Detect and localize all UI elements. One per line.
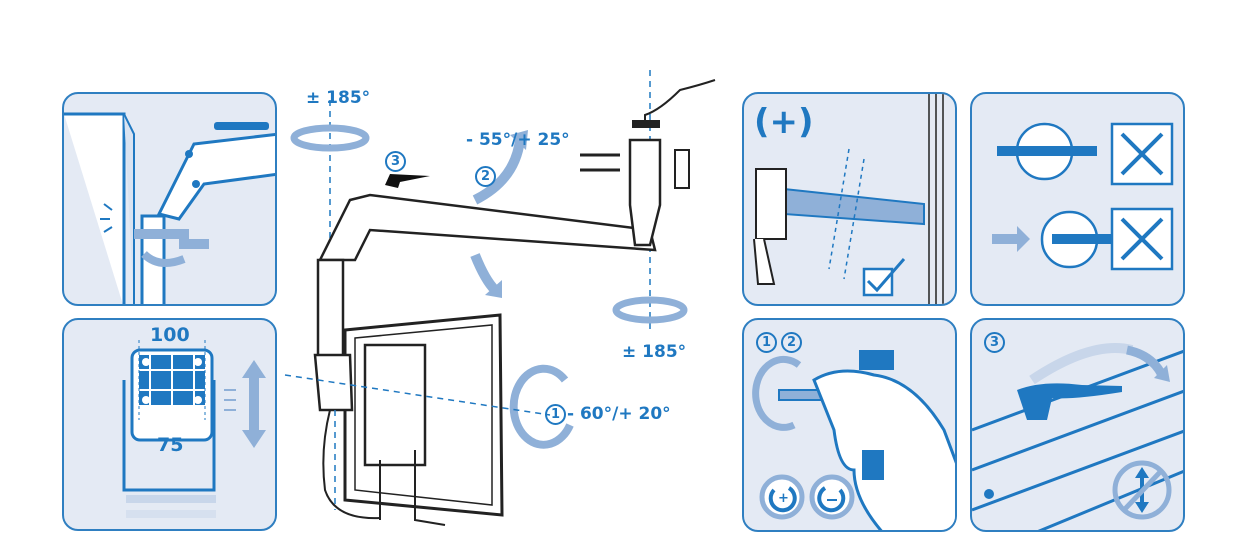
vesa-plate-illustration bbox=[122, 340, 266, 518]
plus-label: (+) bbox=[754, 102, 814, 142]
arm-tilt-label: - 55°/+ 25° bbox=[466, 130, 570, 150]
panel-hex-key: + 1 2 bbox=[742, 318, 957, 532]
vesa-height-label: 75 bbox=[157, 434, 184, 456]
monitor-arm-illustration bbox=[284, 70, 716, 526]
step-1-marker: 1 bbox=[545, 404, 566, 425]
lever-illustration bbox=[972, 343, 1183, 530]
panel-lever: 3 bbox=[970, 318, 1185, 532]
clamp-rotation-label: ± 185° bbox=[622, 342, 687, 362]
panel-cable-routing: (+) bbox=[742, 92, 957, 306]
no-height-adjust-icon bbox=[1112, 460, 1172, 520]
top-rotation-label: ± 185° bbox=[306, 88, 371, 108]
panel-vesa: 100 75 bbox=[62, 318, 277, 531]
step-2-marker: 2 bbox=[475, 166, 496, 187]
svg-text:+: + bbox=[778, 491, 789, 506]
cable-routing-illustration bbox=[753, 94, 944, 304]
step-3-marker: 3 bbox=[984, 332, 1005, 353]
panel-slot-nut bbox=[970, 92, 1185, 306]
panel-wall-clamp bbox=[62, 92, 277, 306]
slot-nut-illustration bbox=[992, 122, 1174, 271]
step-1-marker: 1 bbox=[756, 332, 777, 353]
step-2-marker: 2 bbox=[781, 332, 802, 353]
wall-clamp-illustration bbox=[64, 112, 275, 304]
step-3-marker: 3 bbox=[385, 151, 406, 172]
monitor-tilt-label: - 60°/+ 20° bbox=[567, 404, 671, 424]
vesa-width-label: 100 bbox=[150, 324, 190, 346]
hex-key-illustration: + bbox=[752, 350, 955, 530]
